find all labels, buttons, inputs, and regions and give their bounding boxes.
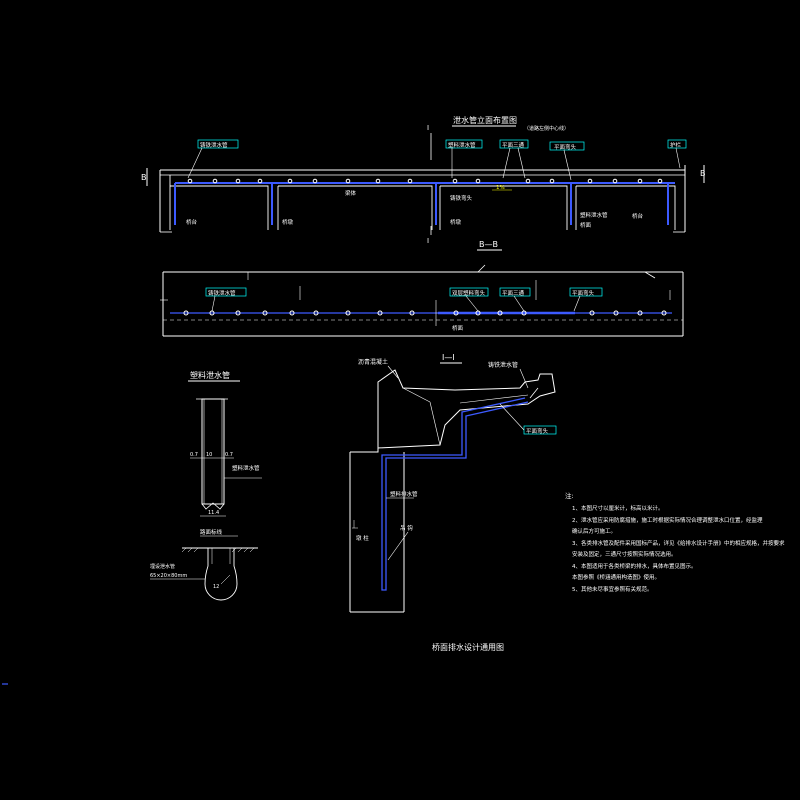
section-label-drain-top: 沥青混凝土 <box>358 358 388 366</box>
pipe-dim-c: 0.7 <box>225 452 233 458</box>
elevation-view: 泄水管立面布置图 （道路左侧中心线） I I B B <box>141 115 706 245</box>
ground-label: 路面标线 <box>200 528 223 536</box>
pipe-dim-a: 0.7 <box>190 452 198 458</box>
elev-label-pipe-left: 铸铁泄水管 <box>200 141 228 149</box>
radius-label: 12 <box>213 584 219 590</box>
notes-heading: 注: <box>565 491 574 500</box>
elev-label-pier-mid: 桥墩 <box>450 218 462 226</box>
size-label: 埋设泄水管 <box>150 563 175 570</box>
note-line-6: 4、本图适用于各类桥梁的排水，具体布置见图示。 <box>572 562 697 570</box>
plan-ticks <box>160 272 671 326</box>
elevation-subtitle: （道路左侧中心线） <box>524 125 569 132</box>
pipe-detail: 塑料泄水管 0.7 10 0.7 塑料泄水管 11.4 路面标线 埋设泄水管 6… <box>150 370 262 601</box>
plan-outlets <box>183 310 667 316</box>
section-mark-b-left: B <box>141 173 147 182</box>
elev-label-guardrail: 护栏 <box>670 141 682 149</box>
elevation-title: 泄水管立面布置图 <box>453 115 517 125</box>
note-line-8: 5、其他未尽事宜参照有关规范。 <box>572 585 653 593</box>
elev-label-pier: 桥墩 <box>282 218 294 226</box>
cross-section: I—I 沥青混凝土 铸铁泄水管 平面弯头 塑料排水管 吊 钩 墩 柱 <box>349 353 557 613</box>
note-line-4: 3、各类排水管及配件采用国标产品，详见《给排水设计手册》中的相应规格，并按要求 <box>572 539 785 547</box>
elev-label-mid: 铸铁弯头 <box>450 194 473 202</box>
plan-label-tee: 平面三通 <box>502 289 525 297</box>
note-line-3: 确认后方可施工。 <box>572 527 616 535</box>
drawing-title: 桥面排水设计通用图 <box>432 642 504 652</box>
section-label-bracket: 吊 钩 <box>400 524 413 532</box>
elev-label-bridge-deck: 桥面 <box>580 221 592 229</box>
note-line-2: 2、泄水管应采用防腐措施，施工时根据实际情况合理调整泄水口位置，经监理 <box>572 516 763 524</box>
plan-label-elbow: 平面弯头 <box>572 289 595 297</box>
elev-slope-value: 1% <box>496 185 505 191</box>
plan-view: B—B 铸铁泄水管 双层塑料弯头 <box>160 240 684 337</box>
pipe-detail-title: 塑料泄水管 <box>190 370 230 380</box>
section-label-elbow: 平面弯头 <box>526 427 549 435</box>
plan-label-pipe-left: 铸铁泄水管 <box>208 289 236 297</box>
elev-label-beam: 梁体 <box>345 189 357 197</box>
note-line-1: 1、本图尺寸以厘米计，标高以米计。 <box>572 504 664 512</box>
elev-label-tee: 平面三通 <box>502 141 525 149</box>
elev-label-pipe-right: 塑料泄水管 <box>580 211 608 219</box>
section-label-pier: 墩 柱 <box>356 534 369 542</box>
size-value: 65×20×80mm <box>150 573 187 579</box>
cross-section-label: I—I <box>442 353 455 362</box>
section-label-drain-pipe: 铸铁泄水管 <box>488 361 518 369</box>
section-mark-i-bottom: I <box>427 237 429 245</box>
pipe-detail-label: 塑料泄水管 <box>232 464 260 472</box>
notes-block: 注: 1、本图尺寸以厘米计，标高以米计。 2、泄水管应采用防腐措施，施工时根据实… <box>565 491 785 593</box>
elev-label-pipe-mid: 塑料泄水管 <box>448 141 476 149</box>
plan-section-label: B—B <box>479 240 498 249</box>
section-mark-i-top: I <box>427 124 429 132</box>
pipe-bottom-dim: 11.4 <box>208 510 219 516</box>
elevation-outlets <box>187 178 663 184</box>
note-line-5: 安装及固定，三通尺寸按照实际情况选用。 <box>572 550 677 558</box>
note-line-7: 本图参照《桥涵通用构造图》使用。 <box>572 573 660 581</box>
elev-label-elbow: 平面弯头 <box>554 143 577 151</box>
plan-label-deck: 桥面 <box>452 324 464 332</box>
elev-label-right-pier: 桥台 <box>632 212 644 220</box>
pipe-dim-b: 10 <box>206 452 212 458</box>
elev-label-pier-left: 桥台 <box>186 218 198 226</box>
section-label-vertical-pipe: 塑料排水管 <box>390 490 418 498</box>
plan-label-pipe-mid: 双层塑料弯头 <box>452 289 486 297</box>
section-mark-b-right: B <box>700 169 706 178</box>
